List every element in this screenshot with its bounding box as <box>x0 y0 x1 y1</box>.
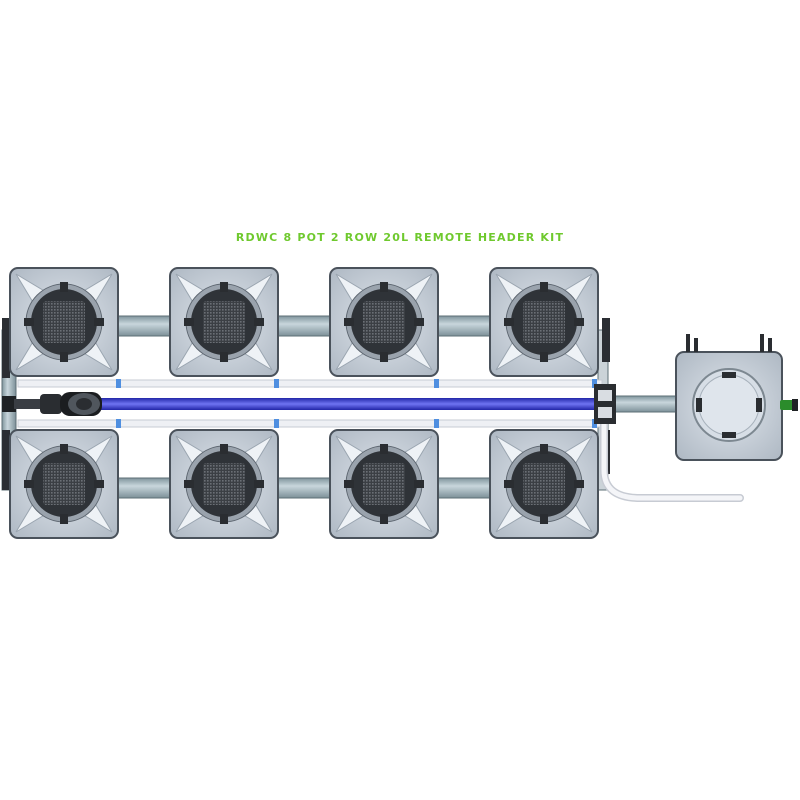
left-frame-top <box>2 318 10 378</box>
remote-header-tank <box>675 334 798 461</box>
pot-bottom-2 <box>169 429 279 539</box>
pipe-top-row <box>99 315 521 337</box>
net-pot-mesh <box>523 301 565 343</box>
pot-top-3 <box>329 267 439 377</box>
inline-pump <box>2 392 102 416</box>
diagram-title: RDWC 8 POT 2 ROW 20L REMOTE HEADER KIT <box>235 231 565 244</box>
pot-bottom-3 <box>329 429 439 539</box>
net-pot-mesh <box>363 301 405 343</box>
left-frame-bottom <box>2 430 10 490</box>
net-pot-mesh <box>363 463 405 505</box>
drain-tubes <box>17 379 744 502</box>
net-pot-mesh <box>203 301 245 343</box>
header-feed-pipe <box>611 395 683 413</box>
pipe-bottom-row <box>99 477 521 499</box>
net-pot-mesh <box>203 463 245 505</box>
pot-bottom-1 <box>9 429 119 539</box>
right-frame-top <box>602 318 610 362</box>
feed-line <box>60 398 672 410</box>
manifold-fitting <box>594 384 616 424</box>
net-pot-mesh <box>43 301 85 343</box>
net-pot-mesh <box>43 463 85 505</box>
pot-top-2 <box>169 267 279 377</box>
net-pot-mesh <box>523 463 565 505</box>
pot-top-1 <box>9 267 119 377</box>
pot-bottom-4 <box>489 429 599 539</box>
pot-top-4 <box>489 267 599 377</box>
